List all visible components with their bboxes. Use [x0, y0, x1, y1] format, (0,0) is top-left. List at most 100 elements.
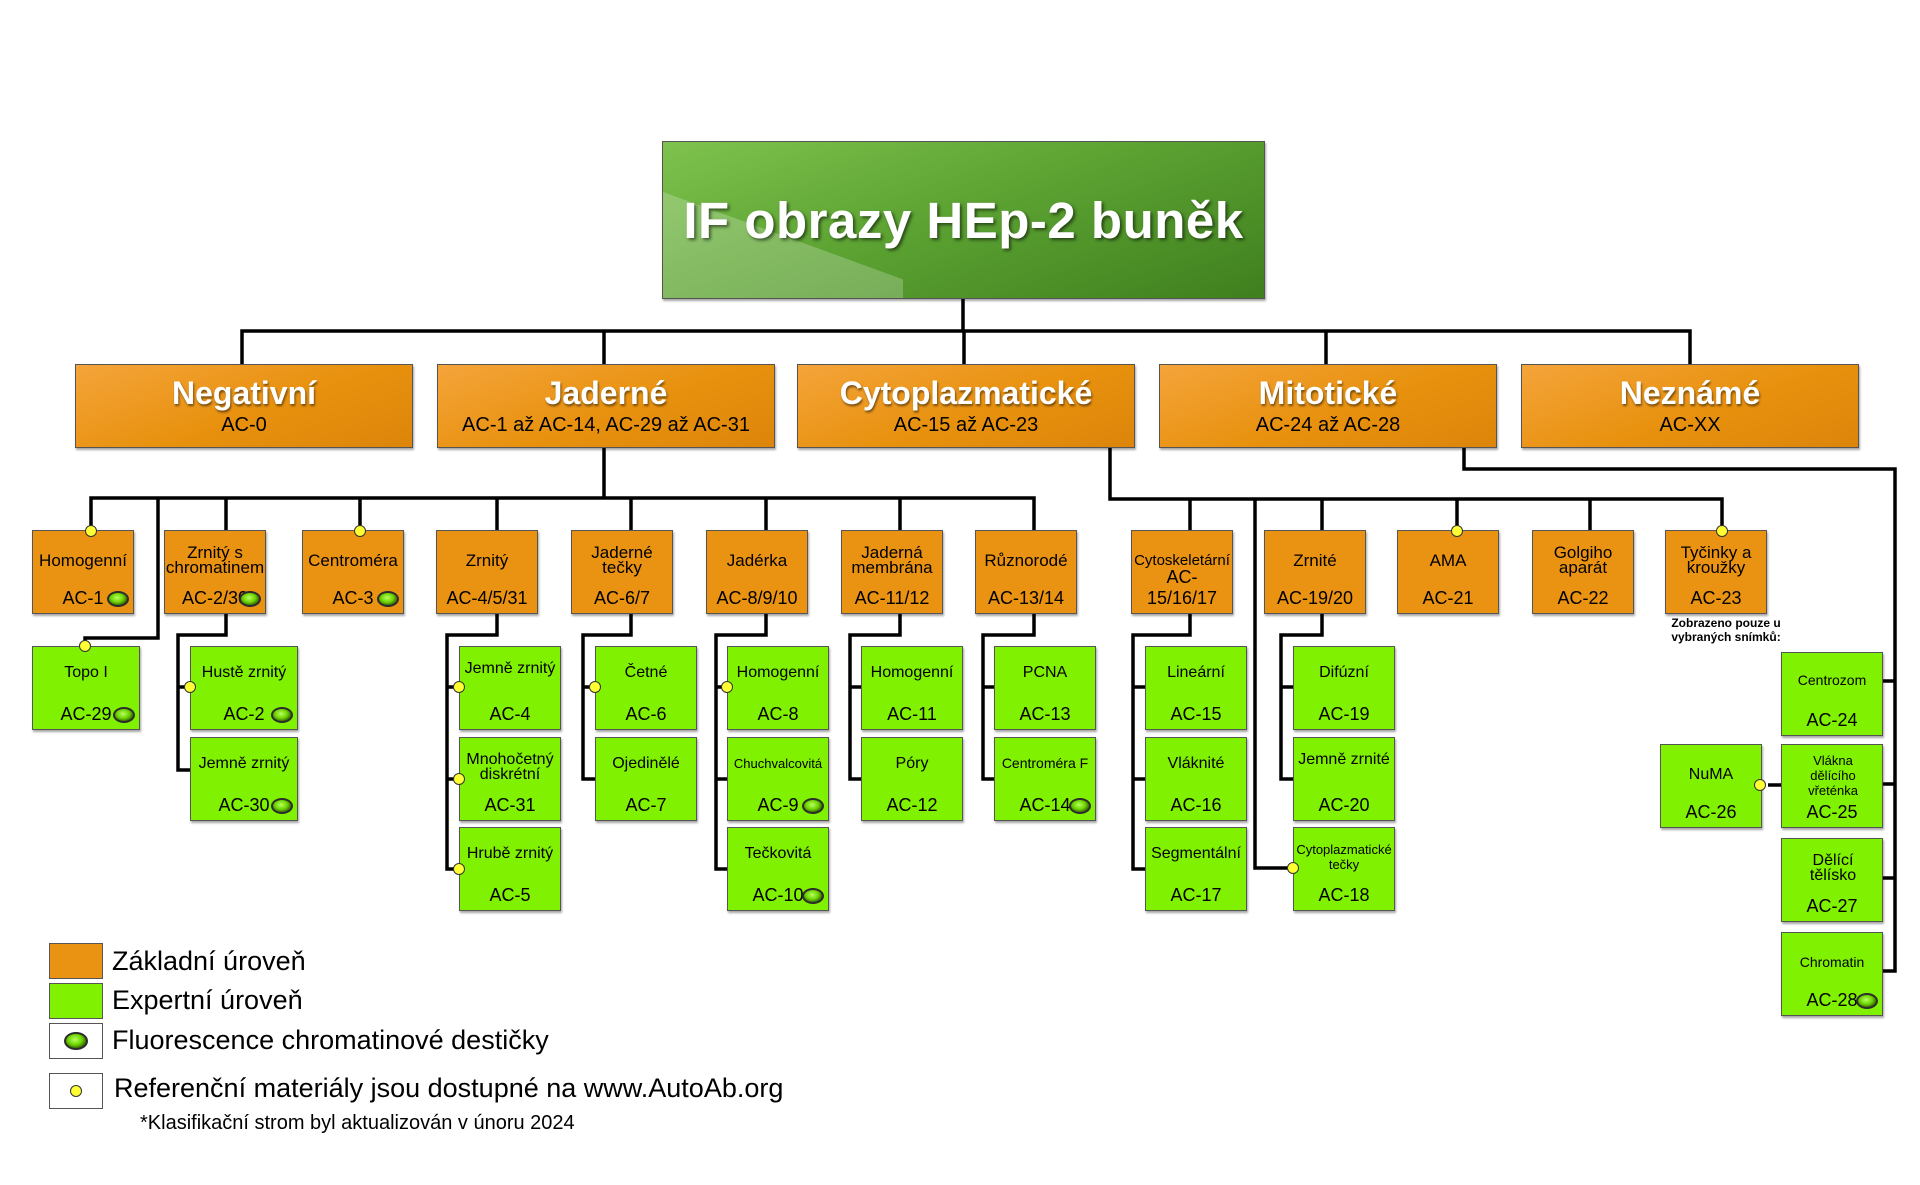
node-code: AC-13/14 — [987, 588, 1065, 608]
node-name: Tečkovitá — [744, 845, 812, 862]
basic-node-ac21: AMA AC-21 — [1397, 530, 1499, 614]
node-name: Zrnité — [1293, 551, 1337, 570]
reference-dot-icon — [1716, 525, 1728, 537]
category-unknown: Neznámé AC-XX — [1521, 364, 1859, 448]
reference-dot-icon — [1754, 779, 1766, 791]
node-name: Tyčinky a kroužky — [1680, 543, 1752, 577]
node-code: AC-2/30 — [181, 588, 249, 608]
node-name: Zrnitý s chromatinem — [165, 543, 265, 577]
node-name: Golgiho aparát — [1553, 543, 1613, 577]
reference-dot-icon — [354, 525, 366, 537]
expert-node-ac14: Centroméra F AC-14 — [994, 737, 1096, 821]
node-code: AC-6/7 — [593, 588, 651, 608]
reference-dot-icon — [1287, 862, 1299, 874]
node-name: Jadérka — [726, 551, 788, 570]
expert-node-ac20: Jemně zrnité AC-20 — [1293, 737, 1395, 821]
reference-dot-icon — [70, 1085, 82, 1097]
node-name: Cytoskeletární — [1134, 552, 1230, 569]
node-code: AC-4 — [489, 704, 531, 724]
category-mitotic: Mitotické AC-24 až AC-28 — [1159, 364, 1497, 448]
basic-node-ac11-12: Jaderná membrána AC-11/12 — [841, 530, 943, 614]
root-title: IF obrazy HEp-2 buněk — [683, 191, 1244, 249]
node-name: Centrozom — [1797, 672, 1867, 688]
node-name: Chuchvalcovitá — [733, 756, 823, 771]
category-name: Neznámé — [1619, 375, 1761, 411]
reference-dot-icon — [1451, 525, 1463, 537]
node-name: Póry — [895, 755, 929, 772]
legend-basic-swatch — [49, 943, 103, 979]
node-name: Jemně zrnité — [1298, 751, 1390, 768]
expert-node-ac24: Centrozom AC-24 — [1781, 652, 1883, 736]
node-name: Jaderná membrána — [851, 543, 933, 577]
node-code: AC-3 — [332, 588, 374, 608]
node-code: AC-25 — [1806, 802, 1858, 822]
node-code: AC-5 — [489, 885, 531, 905]
node-code: AC-6 — [625, 704, 667, 724]
category-name: Mitotické — [1258, 375, 1398, 411]
expert-node-ac8: Homogenní AC-8 — [727, 646, 829, 730]
reference-dot-icon — [721, 681, 733, 693]
legend-expert-label: Expertní úroveň — [112, 985, 303, 1015]
node-code: AC-28 — [1806, 990, 1858, 1010]
rods-note: Zobrazeno pouze u vybraných snímků: — [1671, 616, 1781, 644]
node-name: Centroméra F — [1001, 755, 1089, 771]
chromatin-plate-icon — [1856, 993, 1878, 1009]
node-name: Jaderné tečky — [591, 543, 653, 577]
expert-node-ac16: Vláknité AC-16 — [1145, 737, 1247, 821]
node-code: AC-19/20 — [1276, 588, 1354, 608]
expert-node-ac15: Lineární AC-15 — [1145, 646, 1247, 730]
chromatin-plate-icon — [271, 798, 293, 814]
basic-node-ac2-30: Zrnitý s chromatinem AC-2/30 — [164, 530, 266, 614]
node-code: AC-26 — [1685, 802, 1737, 822]
expert-node-ac29: Topo I AC-29 — [32, 646, 140, 730]
reference-dot-icon — [589, 681, 601, 693]
category-negative: Negativní AC-0 — [75, 364, 413, 448]
node-code: AC-15 — [1170, 704, 1222, 724]
expert-node-ac7: Ojedinělé AC-7 — [595, 737, 697, 821]
category-cytoplasmic: Cytoplazmatické AC-15 až AC-23 — [797, 364, 1135, 448]
legend-ref-swatch — [49, 1073, 103, 1109]
node-code: AC-16 — [1170, 795, 1222, 815]
expert-node-ac17: Segmentální AC-17 — [1145, 827, 1247, 911]
expert-node-ac11: Homogenní AC-11 — [861, 646, 963, 730]
node-name: Četné — [624, 664, 668, 681]
node-name: Cytoplazmatické tečky — [1296, 842, 1392, 872]
node-code: AC-8/9/10 — [716, 588, 798, 608]
expert-node-ac28: Chromatin AC-28 — [1781, 932, 1883, 1016]
chromatin-plate-icon — [377, 591, 399, 607]
expert-node-ac4: Jemně zrnitý AC-4 — [459, 646, 561, 730]
legend-expert-swatch — [49, 983, 103, 1019]
category-code: AC-0 — [221, 414, 267, 436]
reference-dot-icon — [453, 773, 465, 785]
node-name: Segmentální — [1151, 845, 1241, 862]
node-code: AC-11/12 — [854, 588, 930, 608]
root-node: IF obrazy HEp-2 buněk — [662, 141, 1265, 299]
expert-node-ac5: Hrubě zrnitý AC-5 — [459, 827, 561, 911]
node-code: AC-27 — [1806, 896, 1858, 916]
category-name: Jaderné — [544, 375, 668, 411]
expert-node-ac27: Dělící tělísko AC-27 — [1781, 838, 1883, 922]
node-name: Vláknité — [1167, 755, 1225, 772]
basic-node-ac8-9-10: Jadérka AC-8/9/10 — [706, 530, 808, 614]
expert-node-ac12: Póry AC-12 — [861, 737, 963, 821]
expert-node-ac26: NuMA AC-26 — [1660, 744, 1762, 828]
basic-node-ac1: Homogenní AC-1 — [32, 530, 134, 614]
node-code: AC-29 — [60, 704, 112, 724]
expert-node-ac13: PCNA AC-13 — [994, 646, 1096, 730]
category-name: Cytoplazmatické — [839, 375, 1093, 411]
reference-dot-icon — [184, 681, 196, 693]
basic-node-ac22: Golgiho aparát AC-22 — [1532, 530, 1634, 614]
category-nuclear: Jaderné AC-1 až AC-14, AC-29 až AC-31 — [437, 364, 775, 448]
node-code: AC-7 — [625, 795, 667, 815]
basic-node-ac13-14: Různorodé AC-13/14 — [975, 530, 1077, 614]
node-name: Homogenní — [39, 551, 127, 570]
node-code: AC-4/5/31 — [446, 588, 528, 608]
node-code: AC-14 — [1019, 795, 1071, 815]
legend-ref-label: Referenční materiály jsou dostupné na ww… — [114, 1073, 784, 1103]
category-code: AC-24 až AC-28 — [1255, 414, 1401, 436]
node-code: AC-31 — [484, 795, 536, 815]
chromatin-plate-icon — [802, 888, 824, 904]
node-code: AC-24 — [1806, 710, 1858, 730]
node-name: Difúzní — [1319, 664, 1369, 681]
node-name: NuMA — [1688, 766, 1734, 783]
